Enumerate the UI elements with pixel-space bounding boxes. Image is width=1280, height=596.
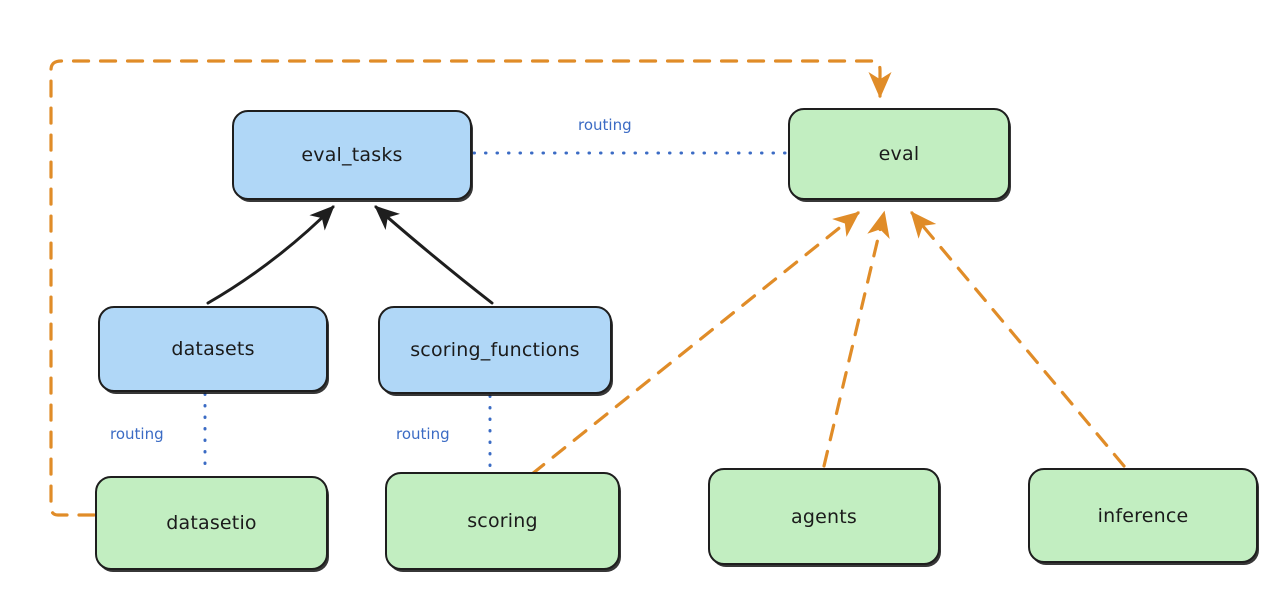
edge-scoring-functions-to-eval-tasks [374,205,494,305]
node-label-scoring: scoring [467,510,538,532]
node-scoring[interactable]: scoring [385,472,620,570]
node-label-eval: eval [878,143,920,165]
edge-label-routing-eval-tasks-eval: routing [578,116,632,134]
node-agents[interactable]: agents [708,468,940,565]
node-label-eval-tasks: eval_tasks [301,144,403,166]
edge-datasets-to-eval-tasks [206,205,335,305]
edge-label-routing-scoring-functions-scoring: routing [396,425,450,443]
node-eval[interactable]: eval [788,108,1010,200]
node-label-agents: agents [791,505,857,528]
node-eval-tasks[interactable]: eval_tasks [232,110,472,200]
node-scoring-functions[interactable]: scoring_functions [378,306,612,394]
node-datasetio[interactable]: datasetio [95,476,328,570]
edge-label-routing-datasets-datasetio: routing [110,425,164,443]
node-datasets[interactable]: datasets [98,306,328,392]
node-label-datasets: datasets [171,338,255,360]
node-label-scoring-functions: scoring_functions [410,339,580,361]
node-label-datasetio: datasetio [166,512,257,534]
node-label-inference: inference [1097,504,1189,527]
node-inference[interactable]: inference [1028,468,1258,563]
edge-inference-to-eval [910,211,1126,468]
edge-agents-to-eval [822,210,890,468]
